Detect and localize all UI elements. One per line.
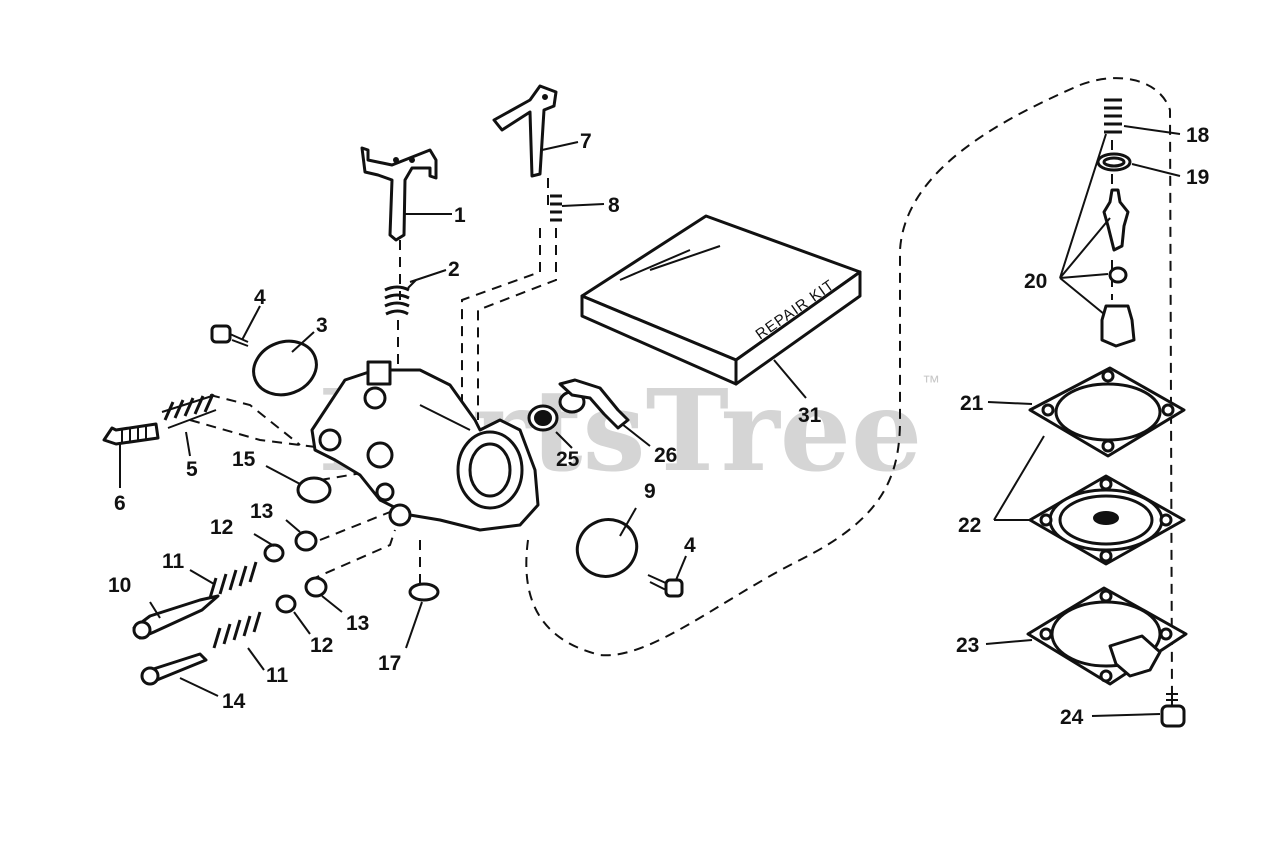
callout-13b: 13 [346,612,369,635]
part-carburetor-body [310,360,540,532]
part-cover-screw [1160,690,1186,728]
callout-22: 22 [958,514,981,537]
part-mixture-needle-low [140,652,208,686]
callout-20: 20 [1024,270,1047,293]
callout-6: 6 [114,492,126,515]
callout-10: 10 [108,574,131,597]
part-idle-spring [161,393,217,429]
part-welch-plug-large [296,476,332,504]
callout-23: 23 [956,634,979,657]
callout-17: 17 [378,652,401,675]
part-screw-a [210,324,249,347]
part-throttle-lever [492,84,558,178]
callout-8: 8 [608,194,620,217]
leader-lines [119,125,1181,717]
callout-2: 2 [448,258,460,281]
callout-9: 9 [644,480,656,503]
callout-18: 18 [1186,124,1210,147]
callout-11b: 11 [266,664,289,687]
part-needle-spring-a [208,561,258,599]
part-oring-a [294,530,318,552]
callout-7: 7 [580,130,592,153]
part-throttle-plate [575,518,639,578]
part-welch-plug-small [408,582,440,602]
callout-24: 24 [1060,706,1084,729]
callout-21: 21 [960,392,984,415]
callout-4b: 4 [684,534,696,557]
part-mixture-needle-high [132,594,220,640]
callout-12b: 12 [310,634,333,657]
watermark-trademark: ™ [922,372,940,392]
part-needle-spring-b [212,611,262,649]
callout-15: 15 [232,448,256,471]
callout-11a: 11 [162,550,185,573]
callout-26: 26 [654,444,677,467]
callout-19: 19 [1186,166,1209,189]
part-diaphragm-cover [1026,586,1188,686]
callout-31: 31 [798,404,822,427]
part-washer-b [275,594,297,614]
part-repair-kit-box: REPAIR KIT [580,214,862,386]
part-screw-b [647,574,684,598]
callout-13a: 13 [250,500,273,523]
callout-4a: 4 [254,286,266,309]
callout-5: 5 [186,458,198,481]
part-diaphragm [1028,474,1186,566]
callouts: 1 2 3 4 4 5 6 7 8 9 10 11 11 12 12 13 13… [108,124,1210,729]
part-throttle-spring [550,194,562,222]
part-choke-lever [360,146,438,242]
part-bushing [527,390,586,432]
callout-12a: 12 [210,516,233,539]
part-inlet-needle-assembly [1096,98,1136,348]
part-choke-plate [252,339,318,397]
part-gasket [1028,366,1186,458]
part-washer-a [263,543,285,563]
callout-25: 25 [556,448,580,471]
part-oring-b [304,576,328,598]
repair-kit-boundary [525,77,1173,701]
callout-3: 3 [316,314,328,337]
callout-1: 1 [454,204,466,227]
callout-14: 14 [222,690,246,713]
part-idle-screw [102,422,160,446]
